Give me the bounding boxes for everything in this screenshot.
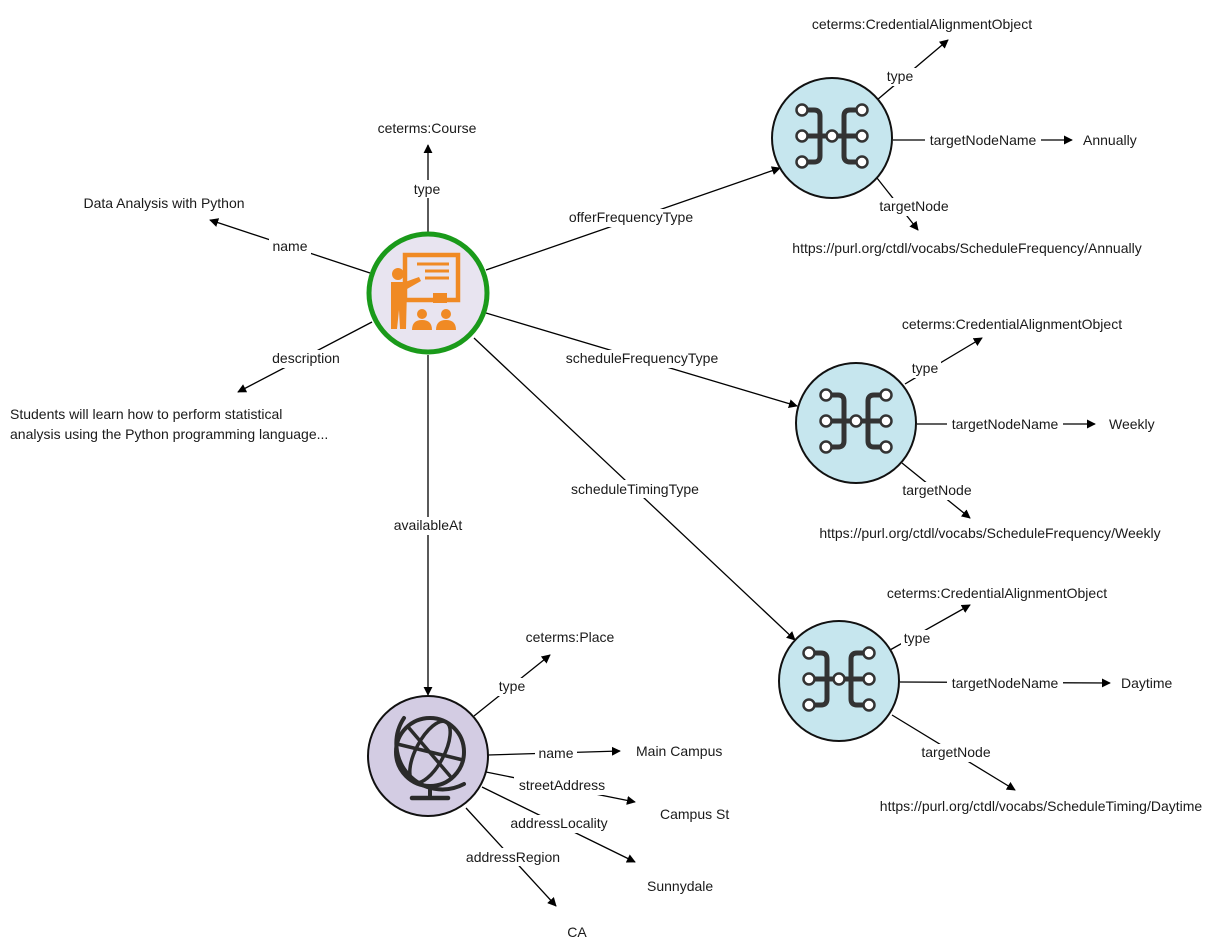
a2-targetnode-label: targetNode <box>902 482 971 498</box>
course-name-value: Data Analysis with Python <box>83 195 244 211</box>
place-type-label: type <box>499 678 526 694</box>
course-node-circle <box>366 231 490 355</box>
a3-type-value: ceterms:CredentialAlignmentObject <box>887 585 1107 601</box>
place-labels: ceterms:Place type name Main Campus stre… <box>459 629 729 940</box>
course-name-label: name <box>272 238 307 254</box>
globe-icon <box>394 716 466 801</box>
place-street-value: Campus St <box>660 806 729 822</box>
place-region-label: addressRegion <box>466 849 560 865</box>
course-type-value: ceterms:Course <box>378 120 477 136</box>
course-labels: ceterms:Course type Data Analysis with P… <box>10 120 729 535</box>
place-node[interactable] <box>367 695 489 817</box>
alignment-3-labels: ceterms:CredentialAlignmentObject type t… <box>880 585 1203 814</box>
offer-frequency-label: offerFrequencyType <box>569 209 693 225</box>
place-street-label: streetAddress <box>519 777 605 793</box>
course-description-label: description <box>272 350 340 366</box>
course-description-line-1: Students will learn how to perform stati… <box>10 406 282 422</box>
course-availableat-label: availableAt <box>394 517 463 533</box>
a1-targetnodename-label: targetNodeName <box>930 132 1037 148</box>
a3-targetnode-value: https://purl.org/ctdl/vocabs/ScheduleTim… <box>880 798 1203 814</box>
schedule-timing-label: scheduleTimingType <box>571 481 699 497</box>
a1-type-label: type <box>887 68 914 84</box>
place-locality-value: Sunnydale <box>647 878 713 894</box>
alignment-1-labels: ceterms:CredentialAlignmentObject type t… <box>792 16 1141 256</box>
alignment-2-labels: ceterms:CredentialAlignmentObject type t… <box>819 316 1160 541</box>
a3-targetnode-label: targetNode <box>921 744 990 760</box>
a3-type-label: type <box>904 630 931 646</box>
course-description-line-2: analysis using the Python programming la… <box>10 426 328 442</box>
a2-type-value: ceterms:CredentialAlignmentObject <box>902 316 1122 332</box>
course-edges <box>209 144 798 696</box>
alignment-node-3[interactable] <box>778 620 900 742</box>
a1-targetnode-label: targetNode <box>879 198 948 214</box>
alignment-node-2[interactable] <box>795 362 917 484</box>
a2-targetnodename-label: targetNodeName <box>952 416 1059 432</box>
place-name-value: Main Campus <box>636 743 722 759</box>
a2-targetnodename-value: Weekly <box>1109 416 1155 432</box>
a2-targetnode-value: https://purl.org/ctdl/vocabs/ScheduleFre… <box>819 525 1160 541</box>
place-region-value: CA <box>567 924 587 940</box>
course-type-label: type <box>414 181 441 197</box>
a1-type-value: ceterms:CredentialAlignmentObject <box>812 16 1032 32</box>
place-locality-label: addressLocality <box>510 815 607 831</box>
place-name-label: name <box>538 745 573 761</box>
alignment-node-1[interactable] <box>771 77 893 199</box>
a3-targetnodename-label: targetNodeName <box>952 675 1059 691</box>
a2-type-label: type <box>912 360 939 376</box>
course-node[interactable] <box>366 231 490 355</box>
a1-targetnode-value: https://purl.org/ctdl/vocabs/ScheduleFre… <box>792 240 1141 256</box>
place-type-value: ceterms:Place <box>526 629 615 645</box>
a1-targetnodename-value: Annually <box>1083 132 1137 148</box>
teacher-presentation-icon <box>391 252 461 330</box>
schedule-frequency-label: scheduleFrequencyType <box>566 350 719 366</box>
a3-targetnodename-value: Daytime <box>1121 675 1173 691</box>
